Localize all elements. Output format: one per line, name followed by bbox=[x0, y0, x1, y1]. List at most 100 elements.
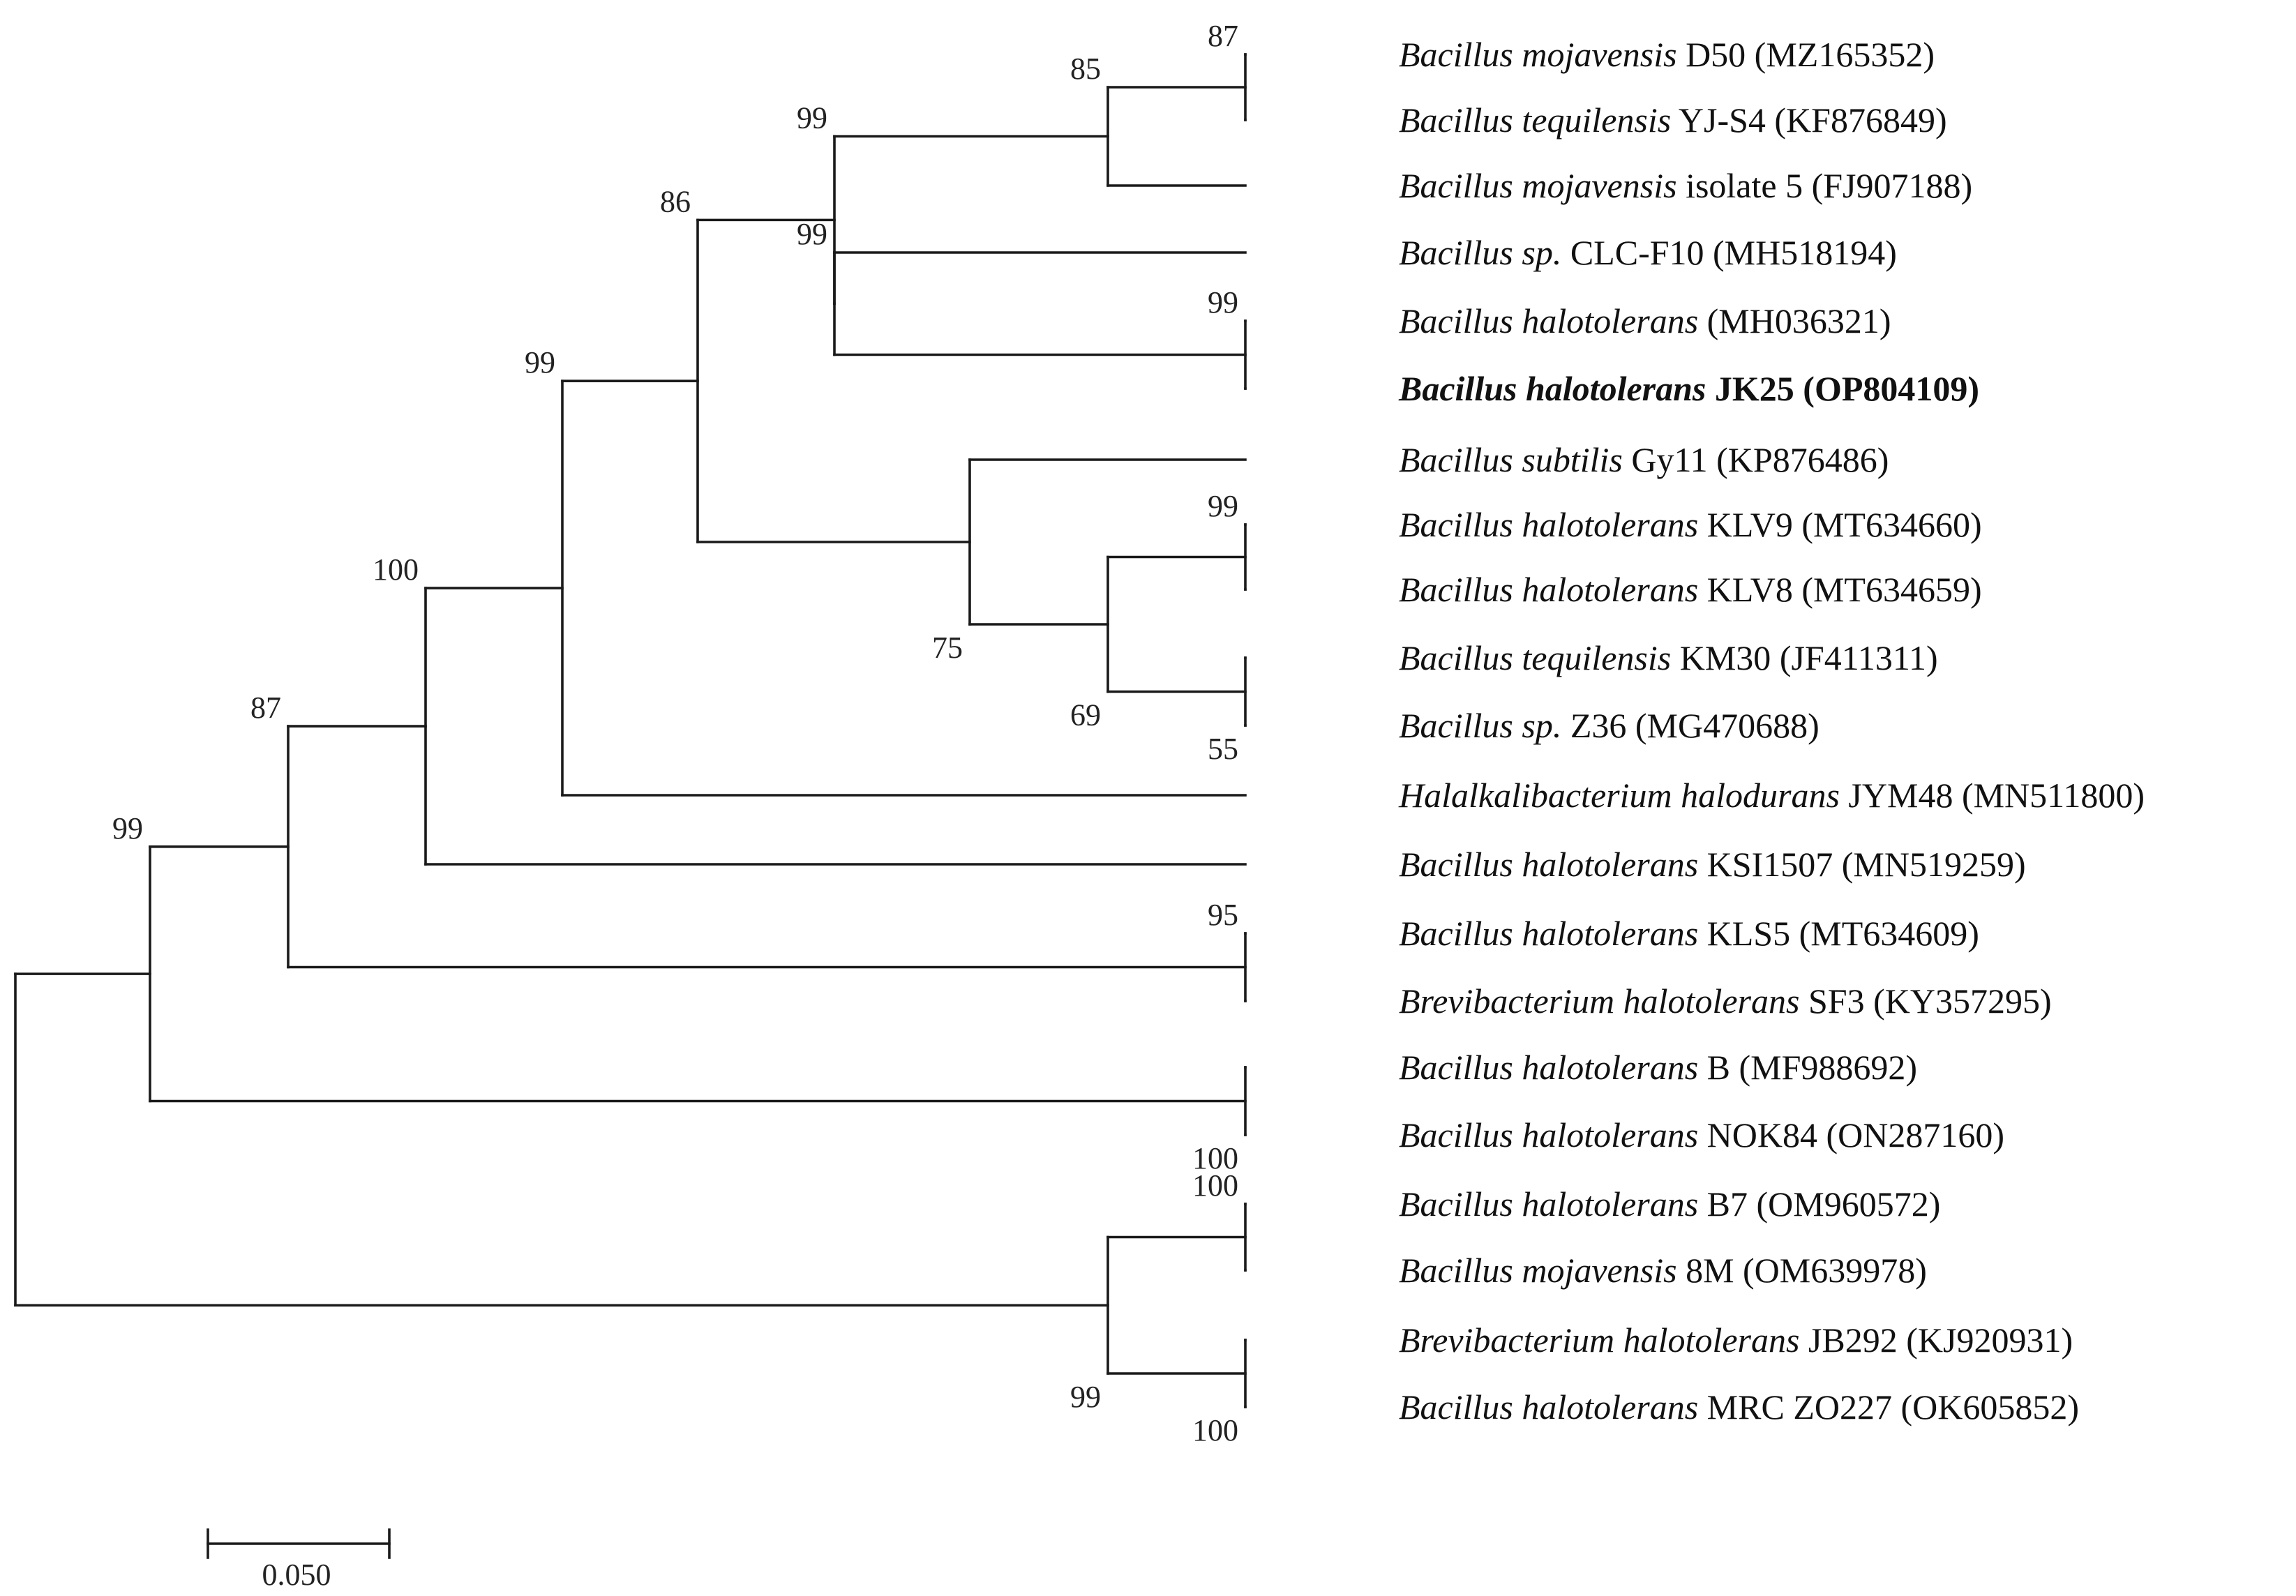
taxon-accession: (JF411311) bbox=[1771, 638, 1937, 677]
taxon-label: Bacillus halotolerans KLS5 (MT634609) bbox=[1399, 914, 1979, 953]
taxon-strain: Gy11 bbox=[1623, 440, 1708, 479]
bootstrap-value: 99 bbox=[1208, 489, 1238, 523]
taxon-strain: NOK84 bbox=[1698, 1115, 1817, 1154]
taxon-species: Bacillus halotolerans bbox=[1399, 570, 1698, 609]
taxon-species: Bacillus mojavensis bbox=[1399, 1251, 1677, 1290]
taxon-label: Halalkalibacterium halodurans JYM48 (MN5… bbox=[1398, 776, 2145, 815]
taxon-species: Brevibacterium halotolerans bbox=[1399, 1320, 1799, 1360]
taxon-strain: CLC-F10 bbox=[1561, 233, 1704, 272]
taxon-label: Bacillus halotolerans KLV9 (MT634660) bbox=[1399, 505, 1982, 544]
taxon-strain: JB292 bbox=[1799, 1320, 1897, 1360]
taxon-species: Bacillus tequilensis bbox=[1399, 638, 1671, 677]
taxon-accession: (OK605852) bbox=[1892, 1387, 2079, 1426]
taxon-strain: KSI1507 bbox=[1698, 845, 1833, 884]
taxon-label: Bacillus mojavensis isolate 5 (FJ907188) bbox=[1399, 166, 1972, 205]
taxon-accession: (OM639978) bbox=[1734, 1251, 1927, 1290]
bootstrap-value: 95 bbox=[1208, 898, 1238, 932]
bootstrap-value: 99 bbox=[1208, 285, 1238, 319]
taxon-species: Bacillus sp. bbox=[1399, 706, 1561, 745]
bootstrap-value: 87 bbox=[250, 691, 281, 725]
taxon-species: Bacillus halotolerans bbox=[1399, 1387, 1698, 1426]
scale-bar-label: 0.050 bbox=[262, 1558, 331, 1592]
taxon-label: Bacillus halotolerans (MH036321) bbox=[1399, 301, 1891, 340]
taxon-species: Bacillus halotolerans bbox=[1399, 1115, 1698, 1154]
taxon-label: Bacillus halotolerans MRC ZO227 (OK60585… bbox=[1399, 1387, 2079, 1426]
taxon-strain: 8M bbox=[1677, 1251, 1734, 1290]
taxon-accession: (KP876486) bbox=[1708, 440, 1889, 479]
taxon-label: Bacillus halotolerans KLV8 (MT634659) bbox=[1399, 570, 1982, 609]
taxon-strain: KLV9 bbox=[1698, 505, 1793, 544]
bootstrap-value: 100 bbox=[1192, 1168, 1238, 1203]
taxon-strain: B bbox=[1698, 1048, 1730, 1087]
taxon-accession: (FJ907188) bbox=[1803, 166, 1972, 205]
taxon-species: Brevibacterium halotolerans bbox=[1399, 981, 1799, 1021]
taxon-label: Bacillus sp. Z36 (MG470688) bbox=[1399, 706, 1819, 745]
taxon-accession: (OP804109) bbox=[1794, 369, 1979, 408]
taxon-accession: (MZ165352) bbox=[1746, 35, 1935, 74]
taxon-accession: (KJ920931) bbox=[1898, 1320, 2073, 1360]
bootstrap-value: 55 bbox=[1208, 732, 1238, 766]
taxon-strain: D50 bbox=[1677, 35, 1746, 74]
taxon-strain: SF3 bbox=[1799, 981, 1864, 1021]
bootstrap-value: 86 bbox=[660, 184, 691, 218]
taxon-species: Bacillus halotolerans bbox=[1399, 914, 1698, 953]
taxon-accession: (MT634659) bbox=[1793, 570, 1982, 609]
bootstrap-value: 100 bbox=[1192, 1413, 1238, 1447]
taxon-accession: (MN519259) bbox=[1833, 845, 2025, 884]
taxon-accession: (MT634660) bbox=[1793, 505, 1982, 544]
bootstrap-value: 99 bbox=[797, 101, 827, 135]
taxon-accession: (MN511800) bbox=[1953, 776, 2145, 815]
taxon-label: Bacillus tequilensis KM30 (JF411311) bbox=[1399, 638, 1938, 677]
bootstrap-values: 9987100998699858799997569995595100991001… bbox=[112, 19, 1238, 1447]
taxon-strain: KM30 bbox=[1671, 638, 1771, 677]
taxon-label: Bacillus subtilis Gy11 (KP876486) bbox=[1399, 440, 1889, 479]
taxon-accession: (MF988692) bbox=[1730, 1048, 1917, 1087]
taxon-species: Bacillus halotolerans bbox=[1399, 1048, 1698, 1087]
taxon-species: Bacillus sp. bbox=[1399, 233, 1561, 272]
bootstrap-value: 75 bbox=[932, 631, 963, 665]
taxon-accession: (MH036321) bbox=[1698, 301, 1891, 340]
taxon-species: Bacillus tequilensis bbox=[1399, 100, 1671, 140]
taxon-label: Brevibacterium halotolerans SF3 (KY35729… bbox=[1399, 981, 2052, 1021]
bootstrap-value: 99 bbox=[1070, 1380, 1101, 1414]
scale-bar: 0.050 bbox=[207, 1528, 391, 1592]
taxon-species: Bacillus halotolerans bbox=[1399, 505, 1698, 544]
bootstrap-value: 100 bbox=[373, 552, 419, 587]
bootstrap-value: 99 bbox=[112, 811, 143, 845]
taxon-accession: (MT634609) bbox=[1790, 914, 1979, 953]
taxon-species: Bacillus mojavensis bbox=[1399, 166, 1677, 205]
taxon-strain: JK25 bbox=[1706, 369, 1794, 408]
taxon-accession: (MH518194) bbox=[1704, 233, 1897, 272]
bootstrap-value: 99 bbox=[797, 217, 827, 251]
taxon-accession: (KF876849) bbox=[1766, 100, 1947, 140]
taxon-strain: KLS5 bbox=[1698, 914, 1790, 953]
taxon-strain: isolate 5 bbox=[1677, 166, 1803, 205]
taxon-label: Bacillus halotolerans KSI1507 (MN519259) bbox=[1399, 845, 2026, 884]
taxon-species: Bacillus halotolerans bbox=[1399, 845, 1698, 884]
taxon-accession: (ON287160) bbox=[1817, 1115, 2004, 1154]
taxon-accession: (OM960572) bbox=[1748, 1184, 1940, 1224]
taxon-species: Bacillus halotolerans bbox=[1398, 369, 1706, 408]
taxon-label: Bacillus halotolerans NOK84 (ON287160) bbox=[1399, 1115, 2004, 1154]
taxon-species: Bacillus mojavensis bbox=[1399, 35, 1677, 74]
taxon-species: Bacillus subtilis bbox=[1399, 440, 1623, 479]
taxon-label: Bacillus halotolerans B (MF988692) bbox=[1399, 1048, 1917, 1087]
taxon-accession: (KY357295) bbox=[1865, 981, 2052, 1021]
taxon-label: Brevibacterium halotolerans JB292 (KJ920… bbox=[1399, 1320, 2073, 1360]
bootstrap-value: 99 bbox=[525, 345, 555, 379]
taxon-strain: MRC ZO227 bbox=[1698, 1387, 1892, 1426]
taxon-labels: Bacillus mojavensis D50 (MZ165352)Bacill… bbox=[1398, 35, 2145, 1426]
taxon-label: Bacillus mojavensis D50 (MZ165352) bbox=[1399, 35, 1935, 74]
taxon-species: Halalkalibacterium halodurans bbox=[1398, 776, 1840, 815]
bootstrap-value: 85 bbox=[1070, 52, 1101, 86]
taxon-strain: KLV8 bbox=[1698, 570, 1793, 609]
taxon-label: Bacillus halotolerans B7 (OM960572) bbox=[1399, 1184, 1940, 1224]
taxon-species: Bacillus halotolerans bbox=[1399, 1184, 1698, 1224]
taxon-strain: YJ-S4 bbox=[1671, 100, 1766, 140]
taxon-strain: JYM48 bbox=[1840, 776, 1953, 815]
bootstrap-value: 100 bbox=[1192, 1141, 1238, 1175]
taxon-label: Bacillus halotolerans JK25 (OP804109) bbox=[1398, 369, 1979, 408]
taxon-label: Bacillus mojavensis 8M (OM639978) bbox=[1399, 1251, 1927, 1290]
tree-branches bbox=[14, 53, 1247, 1408]
